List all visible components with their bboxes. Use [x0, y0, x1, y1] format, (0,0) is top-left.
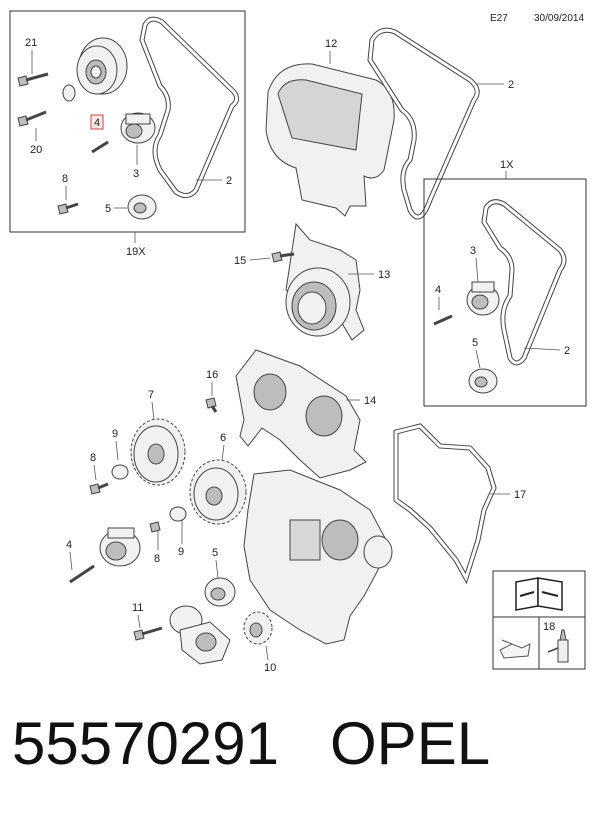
callout-11: 11: [132, 602, 143, 614]
bolt-11: [133, 626, 163, 641]
bolt-8: [149, 521, 161, 533]
callout-8: 8: [154, 553, 160, 565]
callout-14: 14: [364, 395, 376, 407]
upper-timing-cover: [265, 63, 395, 217]
oil-can-icon: [499, 639, 531, 659]
belt-kit: [139, 16, 240, 198]
engine-front-gasket: [393, 423, 497, 585]
callout-3-kit-1x: 3: [470, 245, 476, 257]
callout-10: 10: [264, 662, 276, 674]
idler-kit: [127, 194, 157, 220]
bolt-8-kit: [57, 202, 79, 215]
callout-2-kit: 2: [226, 175, 232, 187]
engine-front-housing: [243, 469, 393, 645]
callout-5-kit-1x: 5: [472, 337, 478, 349]
callout-5-kit: 5: [105, 203, 111, 215]
crankshaft-sprocket: [243, 611, 273, 645]
tensioner-kit: [120, 112, 156, 144]
callout-8-kit: 8: [62, 173, 68, 185]
callout-3-kit: 3: [133, 168, 139, 180]
bolt-21: [17, 72, 49, 87]
callout-4-main: 4: [66, 539, 72, 551]
belt-kit-1x: [481, 199, 567, 366]
bolt-16: [205, 397, 218, 413]
camshaft-sprocket: [130, 418, 186, 486]
washer-kit: [62, 84, 76, 102]
callout-4-kit-1x: 4: [435, 284, 441, 296]
callout-13: 13: [378, 269, 390, 281]
callout-9: 9: [178, 546, 184, 558]
callout-12: 12: [325, 38, 337, 50]
callout-7: 7: [148, 389, 154, 401]
tensioner-main: [99, 527, 141, 567]
callout-4-highlight: [90, 114, 104, 130]
kit-19-qty: 19X: [126, 246, 146, 258]
kit-1-qty: 1X: [500, 159, 514, 171]
bolt-20: [17, 110, 47, 127]
callout-21: 21: [25, 37, 37, 49]
idler-main: [204, 577, 236, 607]
callout-17: 17: [514, 489, 526, 501]
manual-book-icon: [515, 577, 563, 611]
intermediate-sprocket: [189, 459, 247, 525]
bolt-15: [271, 251, 295, 263]
legend-sealant-box: [538, 616, 586, 670]
callout-2-main: 2: [508, 79, 514, 91]
brand-name: OPEL: [330, 710, 491, 777]
bolt-8-cam: [89, 482, 109, 495]
rear-timing-cover: [235, 349, 367, 479]
callout-8-cam: 8: [90, 452, 96, 464]
sealant-tube-icon: [547, 629, 569, 663]
kit-1-box: [423, 178, 587, 407]
washer-9: [169, 506, 187, 522]
legend-oil-box: [492, 616, 540, 670]
callout-16: 16: [206, 369, 218, 381]
tensioner-kit-1x: [466, 281, 500, 316]
callout-9-cam: 9: [112, 428, 118, 440]
callout-5-main: 5: [212, 547, 218, 559]
bolt-4-kit: [91, 140, 109, 154]
callout-18: 18: [543, 621, 555, 633]
part-number: 55570291: [12, 710, 279, 777]
callout-20: 20: [30, 144, 42, 156]
bolt-4-kit-1x: [433, 314, 453, 326]
diagram-code: E27: [490, 13, 508, 24]
washer-9-cam: [111, 464, 129, 480]
diagram-date: 30/09/2014: [534, 13, 584, 24]
tensioner-assembly: [169, 605, 231, 665]
callout-15: 15: [234, 255, 246, 267]
idler-kit-1x: [468, 368, 498, 394]
crank-pulley-kit: [76, 37, 128, 95]
callout-6: 6: [220, 432, 226, 444]
bolt-4-main: [69, 564, 95, 584]
callout-4-kit: 4: [94, 117, 100, 129]
timing-cover-gasket: [285, 222, 365, 341]
callout-2-kit-1x: 2: [564, 345, 570, 357]
kit-19-box: [9, 10, 246, 233]
